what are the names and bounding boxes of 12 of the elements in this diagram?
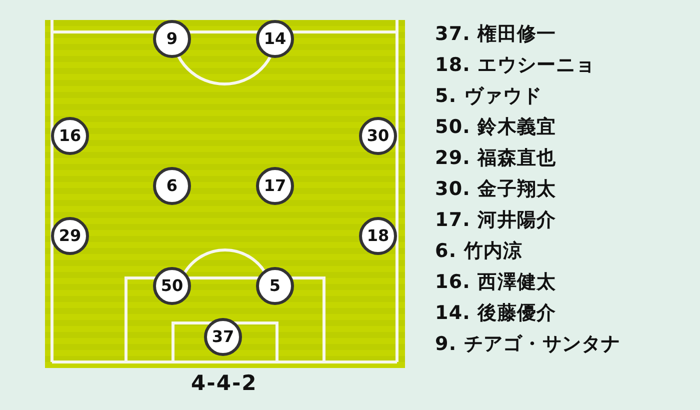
roster-entry: 50. 鈴木義宜 [435,114,556,140]
roster-entry: 18. エウシーニョ [435,52,596,78]
roster-entry: 6. 竹内涼 [435,238,523,264]
roster-entry: 16. 西澤健太 [435,270,556,294]
roster-entry: 9. チアゴ・サンタナ [435,332,621,356]
roster-entry: 29. 福森直也 [435,146,556,170]
roster-entry: 30. 金子翔太 [435,176,556,202]
roster-entry: 5. ヴァウド [435,84,542,108]
roster-entry: 14. 後藤優介 [435,300,556,326]
roster-entry: 37. 権田修一 [435,22,556,46]
roster-entry: 17. 河井陽介 [435,208,556,232]
formation-label: 4-4-2 [191,370,258,396]
